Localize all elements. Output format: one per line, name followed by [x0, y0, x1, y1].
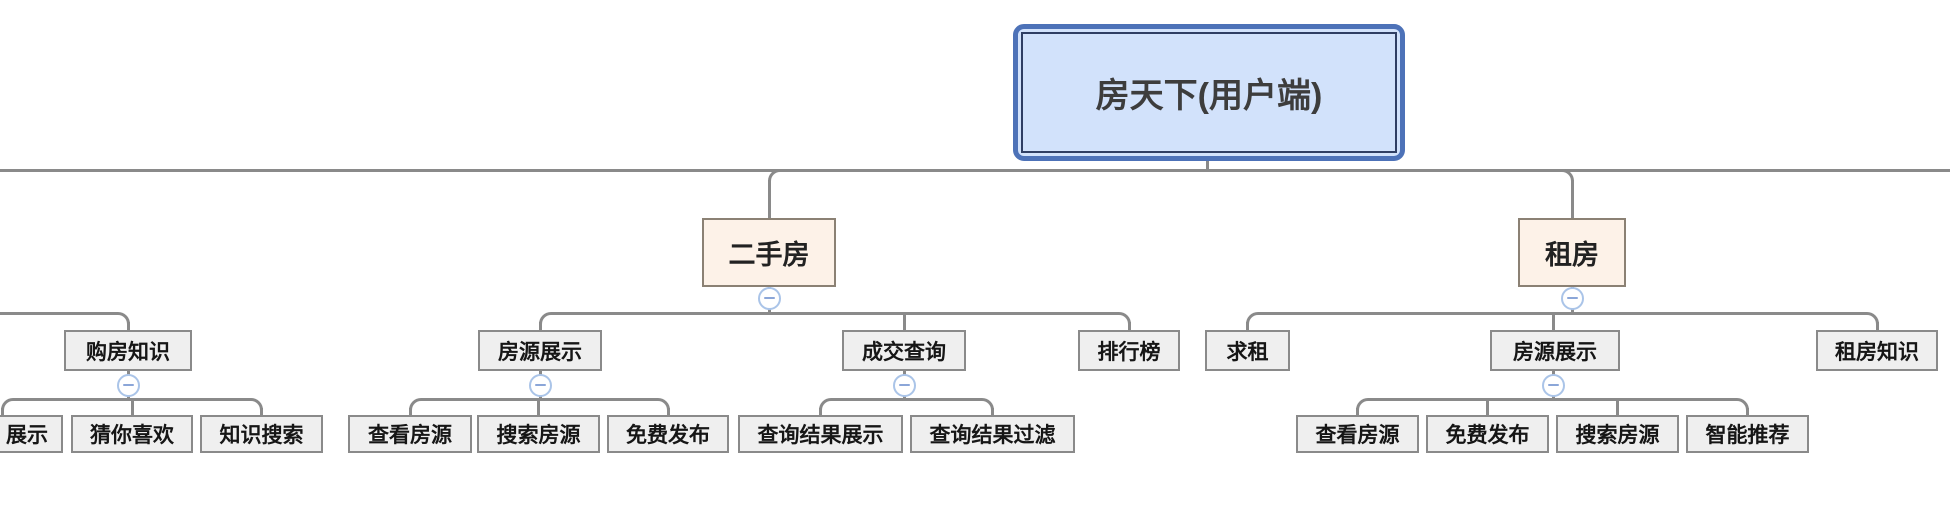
- node-qiuzu[interactable]: 求租: [1205, 330, 1290, 371]
- connector-corner: [538, 311, 551, 324]
- collapse-icon-ershoufang[interactable]: [757, 286, 781, 310]
- connector-corner: [1356, 397, 1368, 410]
- connector-line: [1127, 322, 1131, 331]
- connector-corner: [408, 397, 421, 410]
- branch-zufang[interactable]: 租房: [1518, 218, 1626, 287]
- connector-corner: [1737, 397, 1749, 410]
- node-zhinengtuijian[interactable]: 智能推荐: [1686, 415, 1809, 453]
- connector-line: [538, 322, 542, 331]
- connector-line: [1486, 399, 1489, 416]
- collapse-icon-fangyuanzhanshi-esf[interactable]: [528, 373, 552, 397]
- connector-line: [1876, 322, 1879, 331]
- node-zhanshi-clipped[interactable]: 展示: [0, 415, 63, 453]
- connector-line: [991, 408, 994, 416]
- connector-corner: [657, 397, 670, 410]
- minus-glyph: [1547, 383, 1559, 387]
- root-label: 房天下(用户端): [1021, 32, 1397, 153]
- connector-corner: [1246, 311, 1258, 324]
- connector-line: [260, 408, 263, 416]
- node-chakanfangyuan-zf[interactable]: 查看房源: [1296, 415, 1419, 453]
- connector-line: [819, 408, 822, 416]
- collapse-icon-zufang[interactable]: [1560, 286, 1584, 310]
- node-goufangzhishi[interactable]: 购房知识: [64, 330, 192, 371]
- connector-line: [1206, 160, 1209, 171]
- connector-line: [130, 399, 134, 416]
- minus-glyph: [763, 296, 775, 300]
- node-mianfeifabu-esf[interactable]: 免费发布: [607, 415, 729, 453]
- branch-ershoufang[interactable]: 二手房: [702, 218, 836, 287]
- node-sousuofangyuan-zf[interactable]: 搜索房源: [1556, 415, 1679, 453]
- connector-line: [1246, 322, 1249, 331]
- connector-line: [1356, 408, 1359, 416]
- connector-line: [666, 408, 670, 416]
- minus-glyph: [534, 383, 546, 387]
- node-fangyuanzhanshi-zf[interactable]: 房源展示: [1490, 330, 1620, 371]
- connector-line: [408, 408, 412, 416]
- connector-line: [0, 168, 1950, 172]
- connector-corner: [819, 397, 831, 410]
- node-fangtianxia-root[interactable]: 房天下(用户端): [1013, 24, 1405, 161]
- node-chakanfangyuan-esf[interactable]: 查看房源: [348, 415, 472, 453]
- connector-corner: [767, 168, 780, 181]
- connector-corner: [1561, 168, 1574, 181]
- node-cainixihuan[interactable]: 猜你喜欢: [71, 415, 193, 453]
- connector-corner: [0, 397, 13, 410]
- connector-line: [550, 311, 1119, 315]
- connector-line: [1551, 313, 1555, 331]
- minus-glyph: [898, 383, 910, 387]
- connector-corner: [251, 397, 263, 410]
- node-zufangzhishi[interactable]: 租房知识: [1816, 330, 1938, 371]
- connector-corner: [117, 311, 130, 324]
- collapse-icon-fangyuanzhanshi-zf[interactable]: [1541, 373, 1565, 397]
- node-zhishisousuo[interactable]: 知识搜索: [200, 415, 323, 453]
- connector-line: [1616, 399, 1619, 416]
- connector-line: [1258, 311, 1867, 315]
- connector-line: [1368, 397, 1737, 401]
- node-chengjiaochaxun[interactable]: 成交查询: [842, 330, 966, 371]
- connector-line: [902, 313, 906, 331]
- connector-line: [537, 399, 540, 416]
- node-paihangbang[interactable]: 排行榜: [1078, 330, 1180, 371]
- connector-line: [767, 180, 771, 218]
- connector-corner: [982, 397, 994, 410]
- connector-line: [1746, 408, 1749, 416]
- connector-line: [126, 322, 130, 331]
- node-mianfeifabu-zf[interactable]: 免费发布: [1426, 415, 1549, 453]
- connector-line: [0, 311, 118, 315]
- node-chaxunjieguozhanshi[interactable]: 查询结果展示: [738, 415, 903, 453]
- minus-glyph: [1566, 296, 1578, 300]
- connector-line: [0, 408, 4, 416]
- minus-glyph: [122, 383, 134, 387]
- connector-line: [831, 397, 982, 401]
- node-chaxunjieguoguolv[interactable]: 查询结果过滤: [910, 415, 1075, 453]
- node-sousuofangyuan-esf[interactable]: 搜索房源: [477, 415, 600, 453]
- connector-corner: [1867, 311, 1879, 324]
- connector-line: [1570, 180, 1574, 218]
- collapse-icon-goufangzhishi[interactable]: [116, 373, 140, 397]
- collapse-icon-chengjiaochaxun[interactable]: [892, 373, 916, 397]
- connector-corner: [1118, 311, 1131, 324]
- node-fangyuanzhanshi-esf[interactable]: 房源展示: [478, 330, 602, 371]
